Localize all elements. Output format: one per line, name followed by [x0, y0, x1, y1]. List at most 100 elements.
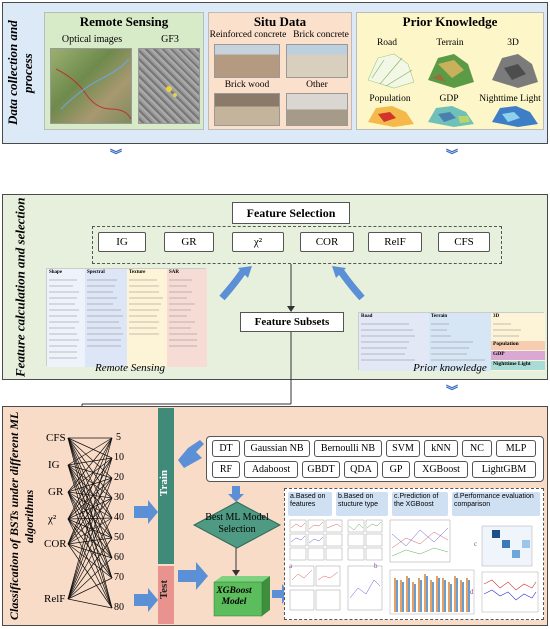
graph-node-cfs: CFS — [46, 432, 66, 444]
graph-edge — [67, 543, 113, 579]
graph-edge — [67, 497, 113, 545]
prior-label-3d: 3D — [507, 38, 519, 48]
graph-edge — [67, 491, 113, 539]
rs-header-sar: SAR — [169, 270, 180, 275]
graph-edge — [67, 491, 113, 559]
optical-images-label: Optical images — [61, 34, 123, 45]
rs-table: Shape Spectral Texture SAR — [46, 268, 207, 367]
feature-methods-group — [92, 226, 502, 264]
best-model-diamond — [192, 501, 282, 549]
test-bar — [158, 566, 174, 624]
mini-letter-b: b — [374, 562, 378, 570]
terrain-map — [428, 54, 474, 88]
rs-col-texture — [127, 269, 167, 367]
num-20: 20 — [114, 472, 124, 483]
rs-header-texture: Texture — [129, 270, 146, 275]
graph-edge — [67, 457, 113, 520]
graph-edge — [67, 477, 113, 545]
graph-edge — [67, 437, 113, 459]
brick-concrete-photo — [286, 44, 348, 78]
method-gr: GR — [164, 232, 214, 252]
graph-edge — [67, 477, 113, 520]
prior-label-gdp: GDP — [439, 94, 459, 104]
nighttime-light-map — [492, 106, 538, 127]
result-d-lines — [481, 571, 539, 613]
result-a-plots — [289, 519, 343, 561]
graph-edge — [67, 497, 113, 600]
situ-label-reinforced: Reinforced concrete — [209, 30, 287, 40]
reinforced-concrete-photo — [214, 44, 280, 78]
model-dt: DT — [212, 440, 240, 457]
result-a-lower-plots — [289, 565, 383, 611]
result-c-plot — [389, 519, 451, 563]
model-qda: QDA — [344, 461, 378, 478]
graph-edge — [67, 517, 113, 600]
result-b-plots — [347, 519, 383, 561]
graph-edge — [67, 543, 113, 609]
graph-edge — [67, 491, 113, 579]
prior-knowledge-title: Prior Knowledge — [402, 14, 498, 29]
model-svm: SVM — [386, 440, 420, 457]
mini-letter-d: d — [470, 588, 474, 596]
3d-map — [492, 54, 538, 88]
gf3-label: GF3 — [161, 34, 179, 45]
situ-data-title: Situ Data — [253, 14, 307, 29]
graph-edge — [67, 518, 113, 609]
feature-subsets-title: Feature Subsets — [240, 312, 344, 332]
graph-edge — [67, 437, 113, 559]
graph-edge — [67, 491, 113, 609]
pk-table: Road Terrain 3D Population GDP Nighttime… — [358, 312, 545, 371]
graph-edge — [67, 457, 113, 600]
graph-edge — [67, 457, 113, 466]
pk-tag-gdp: GDP — [491, 351, 545, 360]
graph-edge — [67, 437, 113, 600]
graph-edge — [67, 437, 113, 520]
feature-selection-title: Feature Selection — [232, 202, 350, 224]
mini-letter-a: a — [289, 562, 293, 570]
num-30: 30 — [114, 492, 124, 503]
rs-table-caption: Remote Sensing — [95, 362, 165, 374]
num-70: 70 — [114, 572, 124, 583]
xgboost-model-label: XGBoost Model — [216, 586, 252, 607]
xgboost-cube — [213, 576, 270, 617]
num-80: 80 — [114, 602, 124, 613]
method-relf: RelF — [368, 232, 422, 252]
result-b-label: b.Based on stucture type — [336, 492, 388, 516]
model-xgboost: XGBoost — [414, 461, 468, 478]
optical-image-river — [55, 58, 132, 120]
model-gp: GP — [382, 461, 410, 478]
model-adaboost: Adaboost — [244, 461, 298, 478]
rs-header-spectral: Spectral — [87, 270, 105, 275]
result-a-label: a.Based on features — [288, 492, 332, 516]
graph-edge — [67, 577, 113, 600]
graph-node-cor: COR — [44, 538, 67, 550]
rs-col-spectral — [85, 269, 127, 367]
graph-node-relf: RelF — [44, 593, 66, 605]
graph-edge — [67, 491, 113, 519]
graph-node-ig: IG — [48, 459, 60, 471]
rs-table-rows — [49, 279, 197, 359]
rs-col-sar — [167, 269, 207, 367]
result-c-heatmap — [481, 525, 533, 567]
model-rf: RF — [212, 461, 240, 478]
graph-edge — [67, 437, 113, 493]
method-ig: IG — [98, 232, 146, 252]
result-d-label: d.Performance evaluation comparison — [452, 492, 540, 516]
result-c-label: c.Prediction of the XGBoost — [392, 492, 448, 516]
num-10: 10 — [114, 452, 124, 463]
gdp-map — [428, 106, 474, 127]
method-feature-graph — [67, 437, 113, 609]
brick-wood-photo — [214, 93, 280, 126]
result-thumbnails — [289, 519, 539, 615]
pk-tag-population: Population — [491, 341, 545, 350]
method-chi2: χ² — [232, 232, 284, 252]
graph-node-chi2: χ² — [48, 513, 57, 525]
graph-edge — [67, 437, 113, 545]
graph-edge — [67, 491, 113, 499]
prior-label-population: Population — [369, 94, 411, 104]
graph-edge — [67, 437, 113, 579]
num-60: 60 — [114, 552, 124, 563]
graph-edge — [67, 464, 113, 609]
model-lightgbm: LightGBM — [472, 461, 536, 478]
train-bar — [158, 408, 174, 564]
